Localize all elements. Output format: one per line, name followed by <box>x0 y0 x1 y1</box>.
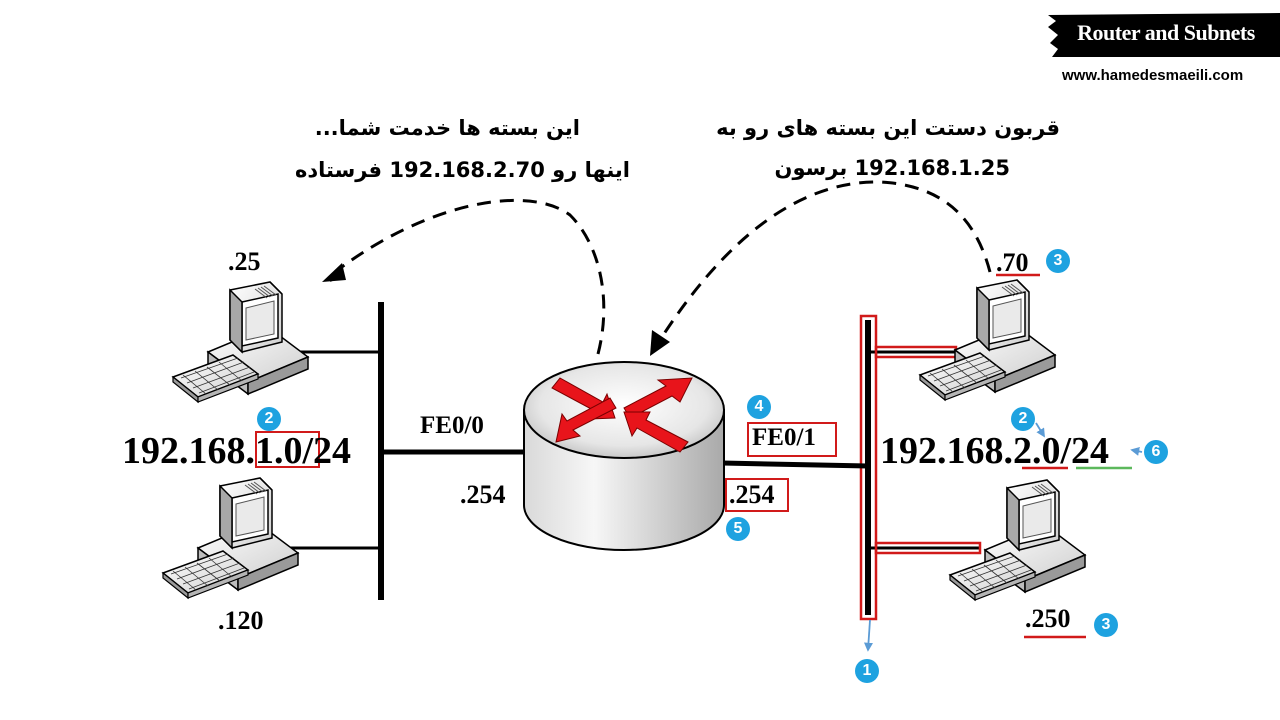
right-router-ip-box <box>725 478 789 512</box>
pointer-6-arrow <box>1130 446 1143 456</box>
title-banner <box>1048 13 1280 57</box>
router-right-link <box>721 460 869 469</box>
pc-right-top-icon <box>919 279 1056 401</box>
left-network-octet-box <box>255 431 320 468</box>
marker-2-left: 2 <box>257 407 281 431</box>
pc-right-bottom-icon <box>949 479 1086 601</box>
router-left-ip: .254 <box>460 480 506 509</box>
fe01-highlight-box <box>747 422 837 457</box>
marker-6: 6 <box>1144 440 1168 464</box>
router-right-port: FE0/1 <box>752 424 816 451</box>
title-text: Router and Subnets <box>1077 20 1255 45</box>
host-right-bottom-ip: .250 <box>1025 604 1071 633</box>
host-left-top-ip: .25 <box>228 247 261 276</box>
return-path-arrow <box>334 199 606 355</box>
marker-3-bottom: 3 <box>1094 613 1118 637</box>
note-right-line2: 192.168.1.25 برسون <box>774 156 1010 180</box>
pointer-1-arrow <box>863 619 873 652</box>
note-left-line1: این بسته ها خدمت شما... <box>314 116 580 140</box>
return-arrow-head <box>322 263 346 282</box>
pc-left-top-icon <box>172 281 309 403</box>
marker-5: 5 <box>726 517 750 541</box>
website-url: www.hamedesmaeili.com <box>1062 67 1244 84</box>
marker-3-top: 3 <box>1046 249 1070 273</box>
router-icon <box>523 361 725 551</box>
note-left-line2: اینها رو 192.168.2.70 فرستاده <box>294 158 630 182</box>
router-left-port: FE0/0 <box>420 412 484 439</box>
marker-1: 1 <box>855 659 879 683</box>
pointer-2-arrow <box>1035 422 1045 438</box>
marker-4: 4 <box>747 395 771 419</box>
host-left-bottom-ip: .120 <box>218 606 264 635</box>
host-right-top-ip: .70 <box>996 248 1029 277</box>
forward-arrow-head <box>650 330 670 356</box>
note-right-line1: قربون دستت این بسته های رو به <box>716 116 1060 140</box>
forward-path-arrow <box>658 180 992 341</box>
router-right-ip: .254 <box>729 480 775 509</box>
right-network-address: 192.168.2.0/24 <box>880 430 1110 472</box>
right-link-bottom-highlight <box>874 541 982 555</box>
pc-left-bottom-icon <box>162 477 299 599</box>
marker-2-right: 2 <box>1011 407 1035 431</box>
left-network-address: 192.168.1.0/24 <box>122 430 352 472</box>
